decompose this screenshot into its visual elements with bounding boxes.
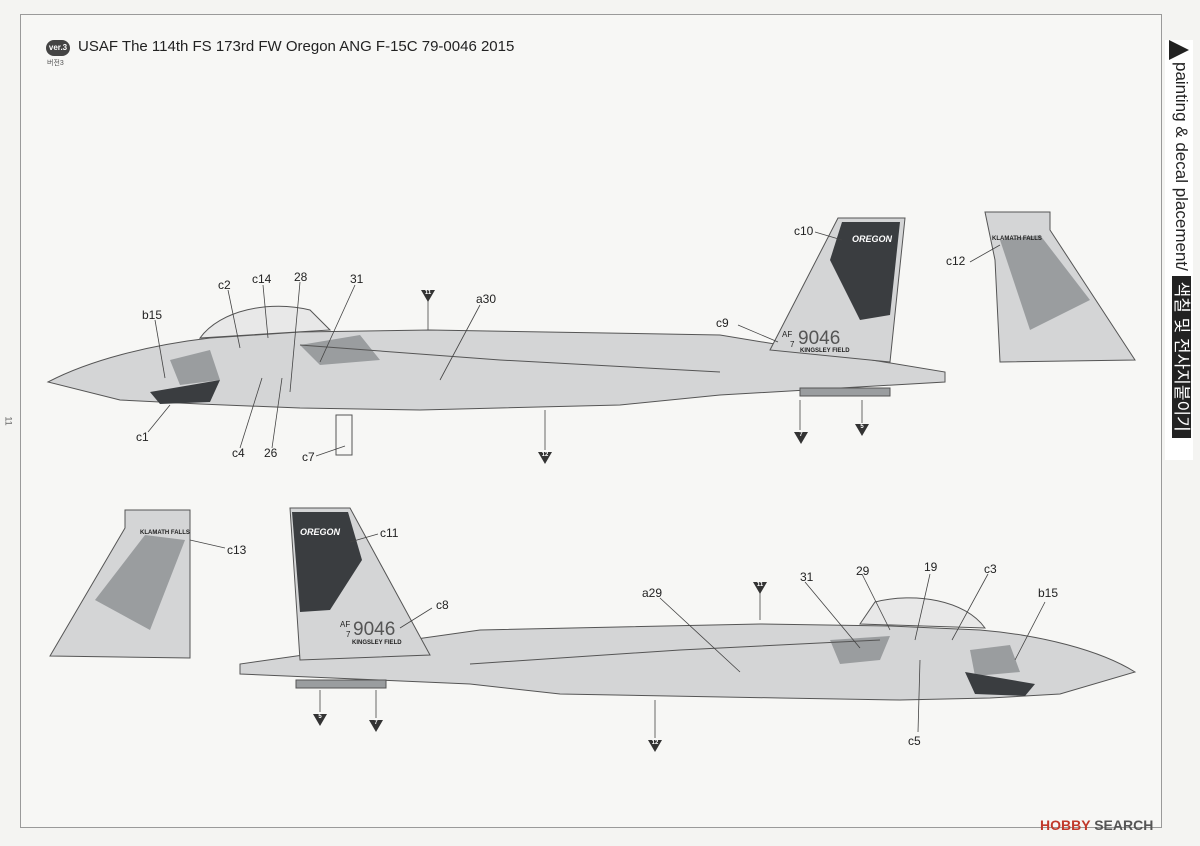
watermark-brand: HOBBY [1040,817,1091,833]
callout-top-c2: c2 [218,278,231,292]
bottom-shark-mouth [965,672,1035,696]
callout-top-c7: c7 [302,450,315,464]
bottom-fuselage [239,623,1137,701]
bottom-tail-number: 9046 [353,619,396,640]
bottom-tail-oregon-text: OREGON [300,527,341,537]
top-af-mark: AF [782,330,793,339]
bottom-canopy [859,597,986,629]
bottom-tail-dark [292,512,362,612]
callout-top-26: 26 [264,446,278,460]
tab-arrow-icon [1169,40,1189,60]
top-tail-dark [830,222,900,320]
marker-bottom-11-icon: 11 [753,582,767,594]
callout-top-31: 31 [350,272,364,286]
bottom-base-text: KINGSLEY FIELD [352,640,402,646]
callout-top-c14: c14 [252,272,272,286]
callout-bottom-19: 19 [924,560,938,574]
top-tail-oregon-text: OREGON [852,234,893,244]
marker-bottom-7-icon: 7 [369,720,383,732]
bottom-wing-line [469,639,881,665]
top-wing-line [299,344,721,373]
version-badge: ver.3 [46,40,70,56]
version-sub-label: 버전3 [47,60,64,67]
callout-top-c9: c9 [716,316,729,330]
bottom-stores-5 [295,679,387,689]
top-aircraft [46,217,946,456]
marker-top-7-icon: 7 [794,432,808,444]
callout-bottom-c3: c3 [984,562,997,576]
marker-top-11-icon: 11 [421,290,435,302]
top-base-text: KINGSLEY FIELD [800,348,850,354]
callout-bottom-31: 31 [800,570,814,584]
callout-top-c12: c12 [946,254,966,268]
watermark-suffix: SEARCH [1094,817,1154,833]
top-canopy [198,305,332,339]
marker-bottom-12-icon: 12 [648,740,662,752]
bottom-fin-view [49,509,191,659]
callout-bottom-c5: c5 [908,734,921,748]
callout-bottom-c13: c13 [227,543,247,557]
top-tail-number: 9046 [798,328,841,349]
callout-top-a30: a30 [476,292,497,306]
bottom-af-mark: AF [340,620,351,629]
callout-top-c4: c4 [232,446,245,460]
top-fuselage [46,329,946,411]
bottom-af-sub: 7 [346,630,351,639]
callout-top-b15: b15 [142,308,163,322]
callout-bottom-a29: a29 [642,586,663,600]
bottom-camo [830,636,1020,676]
callout-top-28: 28 [294,270,308,284]
marker-bottom-5-icon: 5 [313,714,327,726]
top-stores-5 [799,387,891,397]
callout-bottom-b15: b15 [1038,586,1059,600]
bottom-aircraft [239,507,1137,701]
top-leader-lines [147,231,1001,457]
top-fin-text: KLAMATH FALLS [992,236,1042,242]
top-gear [335,414,353,456]
callout-top-c1: c1 [136,430,149,444]
bottom-fin-text: KLAMATH FALLS [140,530,190,536]
bottom-fin-camo [95,535,185,630]
callout-top-c10: c10 [794,224,814,238]
top-fin-camo [1000,235,1090,330]
callout-bottom-c11: c11 [380,526,399,540]
marker-top-12-icon: 12 [538,452,552,464]
bottom-leader-lines [189,533,1046,738]
top-fin-view [984,211,1136,363]
callout-bottom-c8: c8 [436,598,449,612]
watermark: HOBBY SEARCH [1040,817,1153,833]
top-shark-mouth [150,380,220,404]
page-title: USAF The 114th FS 173rd FW Oregon ANG F-… [78,38,515,55]
top-af-sub: 7 [790,340,795,349]
callout-bottom-29: 29 [856,564,870,578]
marker-top-5-icon: 5 [855,424,869,436]
